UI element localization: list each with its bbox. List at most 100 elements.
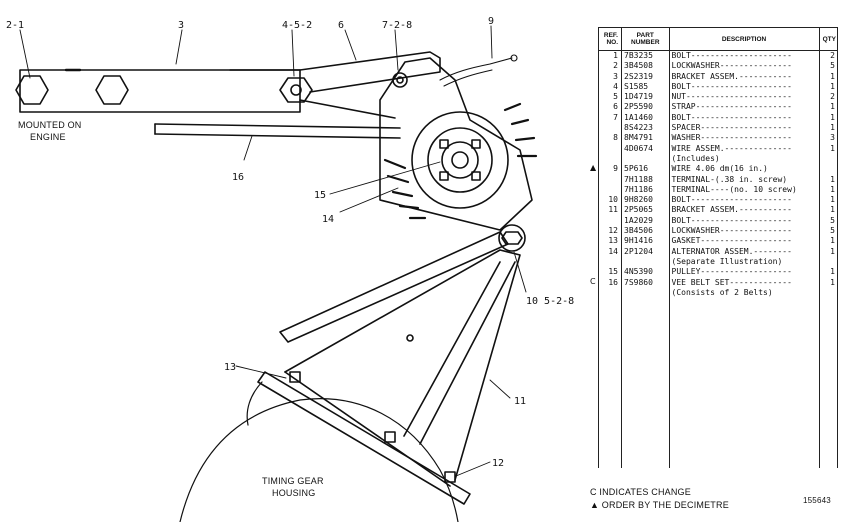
header-qty: QTY [818,27,839,51]
description-cell: TERMINAL-(.38 in. screw) [668,174,820,185]
table-row: (Consists of 2 Belts) [598,287,839,299]
ref-cell: 2 [598,61,622,72]
qty-cell: 1 [818,246,839,257]
qty-cell: 2 [818,92,839,103]
part-number-cell: 2P1204 [621,246,670,257]
qty-cell: 5 [818,226,839,237]
part-number-cell: 1D4719 [621,92,670,103]
description-cell: BOLT--------------------- [668,81,820,93]
header-description: DESCRIPTION [668,27,820,51]
ref-cell [598,256,622,268]
change-mark: C [590,276,596,286]
ref-cell: 14 [598,246,622,257]
wire-assembly [439,54,518,87]
part-number-cell: 2P5065 [621,205,670,216]
part-number-cell: 7S9860 [621,277,670,288]
part-number-cell [621,287,670,299]
description-cell: WIRE ASSEM.-------------- [668,143,820,154]
part-number-cell: 2P5590 [621,102,670,113]
qty-cell: 1 [818,184,839,196]
callout-15: 15 [314,190,326,201]
qty-cell: 1 [818,174,839,185]
qty-cell: 1 [818,195,839,206]
qty-cell: 1 [818,71,839,82]
description-cell: WIRE 4.06 dm(16 in.) [668,164,820,175]
qty-cell: 1 [818,81,839,93]
qty-cell: 1 [818,267,839,278]
bolt-2-1 [15,75,49,105]
bolt-10-5-2-8 [498,224,526,252]
description-cell: BOLT--------------------- [668,50,820,62]
qty-cell: 1 [818,123,839,134]
qty-cell [818,164,839,175]
ref-cell [598,153,622,165]
header-ref-line1: REF. [603,32,618,39]
header-part-line1: PART [636,32,654,39]
description-cell: PULLEY------------------- [668,267,820,278]
gasket [257,371,471,505]
callout-3: 3 [178,20,184,31]
description-cell: BOLT--------------------- [668,112,820,124]
legend-decimetre: ▲ ORDER BY THE DECIMETRE [590,500,729,510]
ref-cell: 1 [598,50,622,62]
part-number-cell: 7H1186 [621,184,670,196]
description-cell: (Separate Illustration) [668,256,820,268]
qty-cell: 1 [818,143,839,154]
exploded-view-drawing: 2-1 3 4-5-2 6 7-2-8 9 16 15 14 10 5-2-8 … [6,16,574,522]
part-number-cell: 4N5390 [621,267,670,278]
callout-10-5-2-8: 10 5-2-8 [526,296,574,307]
description-cell: ALTERNATOR ASSEM.-------- [668,246,820,257]
qty-cell: 5 [818,215,839,227]
part-number-cell [621,256,670,268]
ref-cell [598,184,622,196]
callout-2-1: 2-1 [6,20,24,31]
description-cell: SPACER------------------- [668,123,820,134]
part-number-cell [621,153,670,165]
description-cell: GASKET------------------- [668,236,820,247]
qty-cell: 1 [818,236,839,247]
bolt-12 [289,371,456,483]
description-cell: BOLT--------------------- [668,215,820,227]
drawing-reference-number: 155643 [803,496,831,505]
ref-cell [598,287,622,299]
bolt-7-2-8 [392,72,408,88]
description-cell: TERMINAL----(no. 10 screw) [668,184,820,196]
callout-11: 11 [514,396,526,407]
table-row: 7H1188 TERMINAL-(.38 in. screw)1 [598,174,839,185]
header-part-line2: NUMBER [631,39,660,46]
part-number-cell: 5P616 [621,164,670,175]
ref-cell [598,143,622,154]
description-cell: LOCKWASHER--------------- [668,61,820,72]
part-number-cell: 3B4506 [621,226,670,237]
ref-cell: 6 [598,102,622,113]
description-cell: (Consists of 2 Belts) [668,287,820,299]
table-filler-row [598,298,839,469]
callout-12: 12 [492,458,504,469]
qty-cell: 1 [818,102,839,113]
nut-4-5-2 [279,77,313,103]
callout-7-2-8: 7-2-8 [382,20,412,31]
table-row: 7H1186 TERMINAL----(no. 10 screw)1 [598,184,839,196]
ref-cell: 16 [598,277,622,288]
description-cell: (Includes) [668,153,820,165]
note-mounted-line1: MOUNTED ON [18,120,82,130]
part-number-cell: 7H1188 [621,174,670,185]
part-number-cell: 1A1460 [621,112,670,124]
part-number-cell: 1A2029 [621,215,670,227]
ref-cell: 9 [598,164,622,175]
strap [299,51,441,119]
description-cell: BRACKET ASSEM.----------- [668,71,820,82]
qty-cell: 2 [818,50,839,62]
